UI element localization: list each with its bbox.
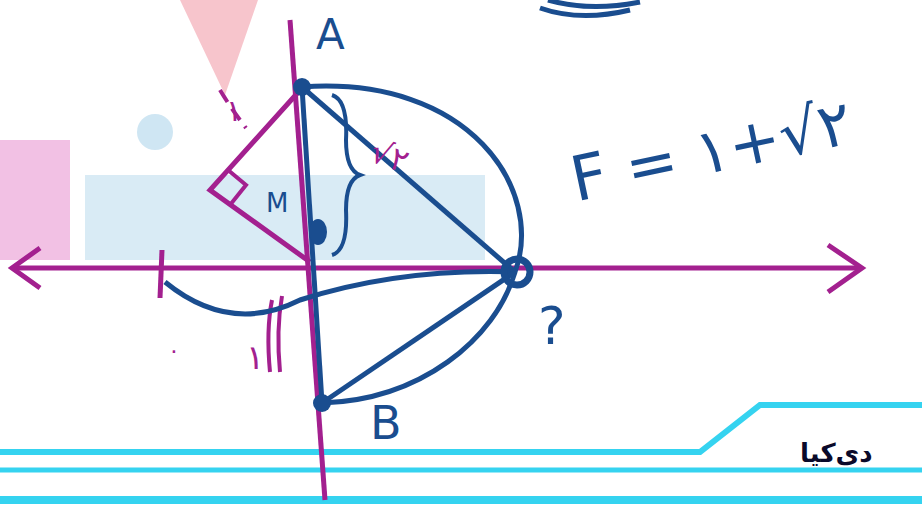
axis-arrow bbox=[828, 245, 862, 292]
watermark-shape bbox=[0, 140, 70, 260]
length-label: √۲ bbox=[367, 135, 413, 178]
segment-ab bbox=[302, 87, 322, 403]
perpendicular bbox=[210, 88, 310, 262]
segment-af bbox=[302, 87, 515, 272]
point-label: M bbox=[266, 190, 288, 216]
watermark-shape bbox=[85, 175, 485, 260]
length-label: ۱ bbox=[246, 340, 264, 374]
segment-bf bbox=[322, 272, 515, 403]
scribble bbox=[540, 0, 640, 16]
focus-value: F = ۱+√۲ bbox=[566, 91, 858, 211]
origin-label: ۰ bbox=[168, 340, 180, 362]
point-label: A bbox=[316, 14, 345, 56]
point bbox=[293, 78, 311, 96]
length-label: ۱ bbox=[226, 96, 242, 126]
question-mark: ? bbox=[538, 300, 566, 352]
watermark: دی‌کیا bbox=[800, 440, 873, 466]
tick bbox=[160, 250, 162, 298]
point bbox=[313, 394, 331, 412]
banner-line bbox=[0, 468, 922, 473]
point-label: B bbox=[370, 400, 402, 446]
banner-line bbox=[0, 405, 922, 452]
banner-line bbox=[0, 496, 922, 504]
circle-arc bbox=[302, 86, 521, 403]
focus-point bbox=[504, 259, 530, 285]
x-axis bbox=[14, 266, 862, 271]
bracket bbox=[220, 90, 246, 128]
watermark-shape bbox=[137, 114, 173, 150]
brace bbox=[332, 95, 360, 255]
right-angle-mark bbox=[228, 170, 246, 205]
axis-arrow bbox=[12, 248, 40, 288]
point bbox=[309, 219, 327, 245]
watermark-shape bbox=[180, 0, 258, 95]
